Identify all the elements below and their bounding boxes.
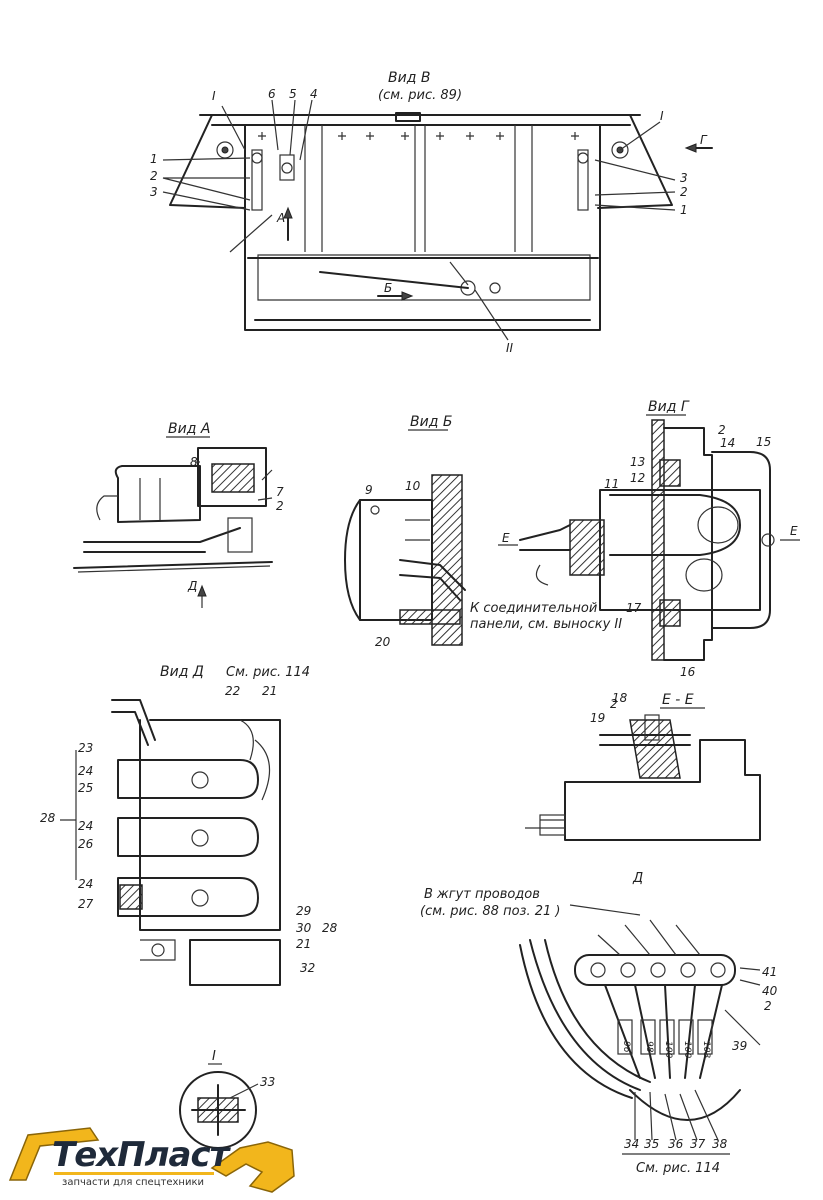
logo-underline (54, 1172, 214, 1175)
top-view: Вид В (см. рис. 89) (150, 70, 713, 355)
callout-view-g-15: 15 (756, 435, 771, 449)
callout-view-d-27: 27 (78, 897, 94, 911)
node-i: I 33 (179, 1049, 275, 1149)
view-d-reference: См. рис. 114 (226, 665, 310, 680)
callout-view-d-22: 22 (225, 684, 240, 698)
callout-view-d-24-c: 24 (78, 877, 93, 891)
note-harness-line2: (см. рис. 88 поз. 21 ) (420, 904, 560, 919)
view-g-title: Вид Г (648, 399, 690, 415)
excavator-arm-left-icon (8, 1127, 100, 1181)
callout-view-d-29: 29 (296, 904, 311, 918)
callout-node-d-37: 37 (690, 1137, 706, 1151)
callout-view-g-12: 12 (630, 471, 645, 485)
node-i-title: I (212, 1049, 216, 1064)
view-d: Вид Д См. рис. 114 22 21 23 24 25 28 24 … (40, 664, 338, 986)
callout-view-d-28-left: 28 (40, 811, 56, 825)
callout-view-b-20: 20 (375, 635, 391, 649)
callout-top-4: 4 (310, 87, 318, 101)
note-connect-line1: К соединительной (470, 601, 597, 616)
callout-node-d-36: 36 (668, 1137, 684, 1151)
callout-view-d-30: 30 (296, 921, 312, 935)
techplast-logo (8, 1127, 295, 1193)
wire-tag-100-a: 100 (663, 1041, 673, 1058)
section-e-e: Е - Е 2 18 19 (525, 691, 761, 841)
callout-top-6: 6 (268, 87, 276, 101)
arrow-b-label: Б (384, 281, 392, 295)
callout-node-d-38: 38 (712, 1137, 728, 1151)
view-a-title: Вид А (168, 421, 210, 437)
wire-tag-100-b: 100 (682, 1041, 692, 1058)
callout-top-3-left: 3 (150, 185, 158, 199)
callout-node-d-35: 35 (644, 1137, 659, 1151)
callout-view-g-13: 13 (630, 455, 645, 469)
excavator-bucket-right-icon (210, 1141, 295, 1193)
callout-node-d-41: 41 (762, 965, 777, 979)
view-d-title: Вид Д (160, 664, 204, 680)
callout-view-a-8: 8 (190, 455, 198, 469)
callout-view-g-11: 11 (604, 477, 619, 491)
wire-tag-96: 96 (621, 1041, 631, 1053)
callout-top-3-right: 3 (680, 171, 688, 185)
callout-node-d-40: 40 (762, 984, 778, 998)
callout-top-I-left: I (212, 89, 216, 103)
logo-tagline: запчасти для спецтехники (62, 1177, 204, 1188)
callout-view-b-9: 9 (365, 483, 373, 497)
callout-node-d-34: 34 (624, 1137, 639, 1151)
callout-view-g-14: 14 (720, 436, 735, 450)
callout-view-d-24-a: 24 (78, 764, 93, 778)
view-a-d-label: Д (187, 579, 197, 593)
top-view-title: Вид В (388, 70, 430, 86)
note-connect-line2: панели, см. выноску II (470, 617, 622, 632)
view-g: Вид Г Е Е 2 14 15 13 12 11 17 16 (498, 399, 800, 679)
callout-section-2: 2 (610, 697, 618, 711)
view-b-title: Вид Б (410, 414, 452, 430)
callout-view-g-16: 16 (680, 665, 696, 679)
top-view-reference: (см. рис. 89) (378, 88, 462, 103)
callout-view-d-24-b: 24 (78, 819, 93, 833)
logo-brand-name: ТехПласт (52, 1135, 229, 1175)
wire-tag-98: 98 (644, 1041, 654, 1053)
callout-view-d-21-bottom: 21 (296, 937, 311, 951)
callout-top-II: II (506, 341, 514, 355)
node-d-title: Д (632, 871, 643, 886)
callout-view-b-10: 10 (405, 479, 421, 493)
callout-view-g-2: 2 (718, 423, 726, 437)
section-e-left: Е (502, 531, 510, 545)
callout-section-19: 19 (590, 711, 605, 725)
callout-top-2-right: 2 (680, 185, 688, 199)
node-d: Д В жгут проводов (см. рис. 88 поз. 21 )… (420, 871, 778, 1176)
callout-view-d-32: 32 (300, 961, 315, 975)
callout-top-2-left: 2 (150, 169, 158, 183)
callout-view-a-7: 7 (276, 485, 284, 499)
wire-tag-103: 103 (701, 1041, 711, 1058)
callout-view-g-17: 17 (626, 601, 642, 615)
note-harness-line1: В жгут проводов (424, 887, 540, 902)
callout-view-d-25: 25 (78, 781, 93, 795)
bottom-reference: См. рис. 114 (636, 1161, 720, 1176)
callout-view-a-2: 2 (276, 499, 284, 513)
callout-node-i-33: 33 (260, 1075, 275, 1089)
callout-view-d-28-right: 28 (322, 921, 338, 935)
wire-tags: 96 98 100 100 103 (617, 1019, 713, 1058)
arrow-g-label: Г (700, 133, 708, 147)
section-e-right: Е (790, 524, 798, 538)
arrow-a-label: А (276, 211, 285, 225)
section-e-e-title: Е - Е (662, 692, 694, 708)
callout-node-d-39: 39 (732, 1039, 747, 1053)
callout-view-d-21-top: 21 (262, 684, 277, 698)
view-b: Вид Б 9 10 20 К соединительной панели, с… (344, 414, 622, 649)
view-a: Вид А Д 8 7 2 (73, 421, 284, 608)
callout-view-d-23: 23 (78, 741, 93, 755)
callout-top-1-left: 1 (150, 152, 158, 166)
callout-top-1-right: 1 (680, 203, 688, 217)
callout-view-d-26: 26 (78, 837, 94, 851)
callout-top-5: 5 (289, 87, 297, 101)
callout-top-I-right: I (660, 109, 664, 123)
callout-section-18: 18 (612, 691, 628, 705)
callout-node-d-2: 2 (764, 999, 772, 1013)
